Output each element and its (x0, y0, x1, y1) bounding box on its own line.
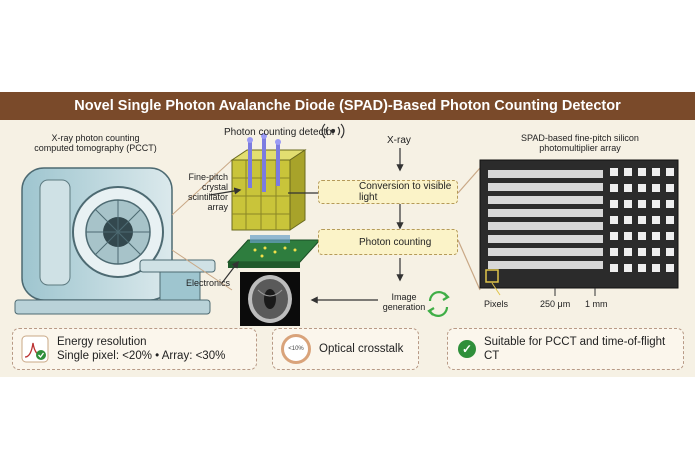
conversion-label: Conversion to visible light (359, 181, 452, 203)
counting-box: Photon counting (318, 229, 458, 255)
crosstalk-gauge-icon: <10% (281, 334, 311, 364)
ct-scanner-illustration (14, 159, 233, 315)
page-title: Novel Single Photon Avalanche Diode (SPA… (0, 92, 695, 120)
spad-array (479, 159, 679, 296)
counting-label: Photon counting (359, 236, 432, 248)
scanner-label: X-ray photon counting computed tomograph… (34, 133, 157, 153)
pixels-label: Pixels (484, 299, 509, 309)
electronics-label: Electronics (186, 278, 231, 288)
pixel-highlight (485, 269, 499, 283)
xray-label: X-ray (387, 135, 411, 146)
check-icon: ✓ (458, 340, 476, 358)
energy-values: Single pixel: <20% • Array: <30% (57, 350, 226, 362)
energy-spectrum-icon (21, 335, 49, 363)
scintillator-label: Fine-pitch crystal scintillator array (187, 172, 228, 212)
energy-resolution-card: Energy resolution Single pixel: <20% • A… (12, 328, 257, 370)
suitability-card: ✓ Suitable for PCCT and time-of-flight C… (447, 328, 684, 370)
crosstalk-badge: <10% (288, 346, 304, 352)
detector-label: Photon counting detector (224, 127, 336, 138)
refresh-cycle-icon (427, 291, 450, 317)
suitable-label: Suitable for PCCT and time-of-flight CT (483, 336, 666, 362)
spad-array-label: SPAD-based fine-pitch silicon photomulti… (521, 133, 639, 153)
crosstalk-label: Optical crosstalk (319, 343, 404, 355)
wireless-signal-icon (321, 123, 345, 139)
crosstalk-card: <10% Optical crosstalk (272, 328, 419, 370)
energy-title: Energy resolution (57, 336, 147, 348)
pitch-label: 250 μm (540, 299, 571, 309)
ct-image (240, 272, 300, 326)
scintillator-block (230, 133, 307, 231)
conversion-box: Conversion to visible light (318, 180, 458, 204)
size-label: 1 mm (585, 299, 608, 309)
image-generation-label: Image generation (382, 292, 426, 312)
electronics-board (226, 235, 322, 268)
flow-arrows (209, 148, 481, 304)
